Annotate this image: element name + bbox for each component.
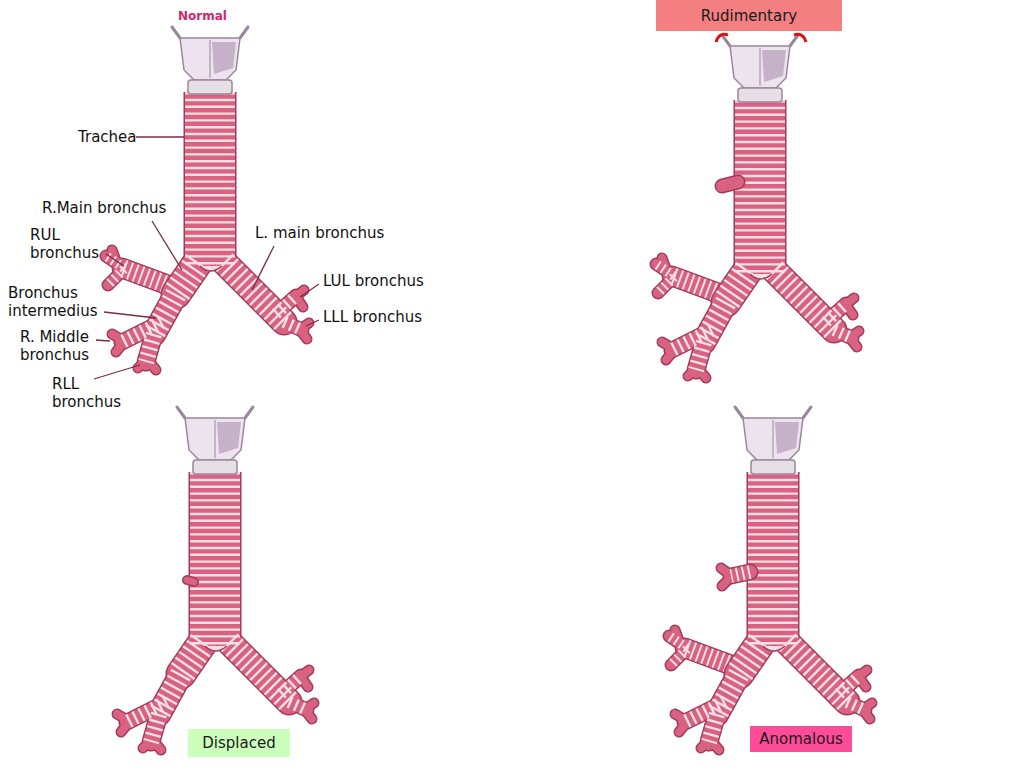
leader-line	[306, 320, 319, 326]
part-label: R. Middle bronchus	[20, 328, 110, 364]
variant-tag: Displaced	[188, 729, 290, 757]
trachea-drawing	[662, 35, 859, 378]
red-mark	[794, 34, 806, 42]
rudimentary-trachea	[656, 34, 859, 378]
trachea-drawing	[675, 407, 872, 750]
leader-line	[96, 340, 110, 341]
leader-line	[136, 136, 184, 137]
part-label: LUL bronchus	[323, 272, 424, 290]
rudimentary-stub	[722, 182, 738, 186]
leader-line	[152, 221, 182, 270]
leader-line	[300, 284, 319, 297]
leader-line	[104, 312, 156, 318]
part-label: R.Main bronchus	[42, 199, 166, 217]
leader-line	[94, 365, 140, 379]
panel-heading: Normal	[178, 7, 227, 25]
normal-trachea	[106, 27, 309, 370]
anomalous-trachea	[669, 407, 872, 750]
displaced-trachea	[117, 407, 314, 750]
anomalous-bronchus	[721, 568, 750, 586]
part-label: RLL bronchus	[52, 375, 132, 411]
part-label: Bronchus intermedius	[8, 284, 108, 320]
displaced-bud	[187, 580, 194, 582]
leader-line	[252, 246, 274, 290]
part-label: Trachea	[78, 128, 137, 146]
anomalous-bronchus	[731, 572, 750, 576]
tag-text: Anomalous	[759, 730, 842, 748]
leader-lines	[94, 137, 319, 379]
rudimentary-stub	[722, 182, 738, 186]
trachea-drawing	[112, 27, 309, 370]
anomalous-bronchus	[721, 568, 750, 586]
part-label: LLL bronchus	[323, 308, 422, 326]
leader-line	[106, 254, 124, 266]
variant-tag: Anomalous	[750, 726, 852, 752]
tag-text: Rudimentary	[701, 7, 797, 25]
variant-tag: Rudimentary	[656, 0, 842, 31]
part-label: L. main bronchus	[255, 224, 384, 242]
displaced-bud	[187, 580, 194, 582]
red-mark	[716, 34, 728, 42]
trachea-drawing	[117, 407, 314, 750]
part-label: RUL bronchus	[30, 226, 110, 262]
tag-text: Displaced	[202, 734, 275, 752]
